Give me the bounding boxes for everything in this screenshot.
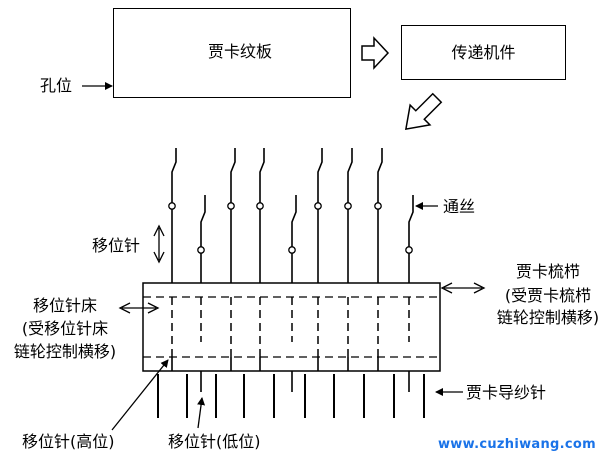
guide-needles	[157, 374, 425, 418]
needle-tips-high	[200, 371, 410, 392]
inner-dashed-needles	[171, 297, 410, 357]
jacquard-card-label: 贾卡纹板	[207, 42, 272, 61]
comb-label-line1: 贾卡梳栉	[515, 262, 580, 281]
transmission-box	[401, 25, 566, 80]
watermark: www.cuzhiwang.com	[438, 437, 596, 452]
bed-label-line2: (受移位针床	[21, 319, 109, 338]
wire-label: 通丝	[443, 197, 476, 216]
shift-high-label: 移位针(高位)	[22, 432, 115, 451]
comb-label-line3: 链轮控制横移)	[496, 308, 600, 327]
hollow-arrow-right	[361, 36, 390, 70]
hole-label: 孔位	[40, 76, 73, 95]
hollow-arrow-diagonal	[404, 92, 443, 131]
short-wires	[200, 195, 414, 250]
guide-needle-label: 贾卡导纱针	[466, 383, 547, 402]
comb-double-arrow	[440, 282, 486, 294]
shift-low-pointer	[197, 397, 206, 429]
needle-tips-low	[171, 357, 379, 371]
needle-rods	[171, 209, 410, 283]
jacquard-card-box	[113, 8, 351, 98]
bed-label-line1: 移位针床	[32, 296, 97, 315]
tall-wires	[171, 148, 383, 206]
bed-double-arrow	[118, 302, 160, 314]
comb-label-line2: (受贾卡梳栉	[504, 286, 592, 305]
shift-needle-double-arrow	[153, 224, 165, 264]
shift-high-pointer	[111, 359, 169, 431]
shift-needle-label: 移位针	[92, 236, 141, 255]
shift-low-label: 移位针(低位)	[168, 432, 261, 451]
bed-label-line3: 链轮控制横移)	[13, 342, 117, 361]
transmission-label: 传递机件	[451, 43, 516, 62]
